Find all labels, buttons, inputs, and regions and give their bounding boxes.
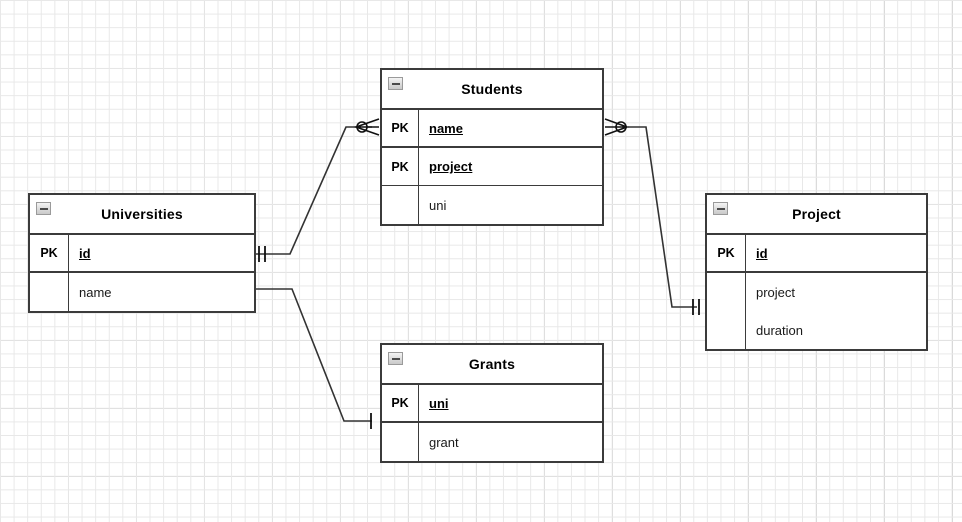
attribute-name: name: [429, 120, 463, 136]
relationship-universities-grants[interactable]: [256, 288, 372, 429]
connector-line: [628, 126, 697, 308]
collapse-minus-icon[interactable]: [36, 202, 51, 215]
attribute-row[interactable]: PK id: [30, 235, 254, 273]
cardinality-many-crowsfoot: [604, 118, 630, 136]
entity-title: Grants: [468, 356, 516, 372]
cardinality-many-crowsfoot: [353, 118, 380, 136]
collapse-minus-icon[interactable]: [713, 202, 728, 215]
entity-project[interactable]: Project PK id project duration: [705, 193, 928, 351]
attribute-name: id: [79, 245, 91, 261]
attribute-row[interactable]: name: [30, 273, 254, 311]
attribute-row[interactable]: uni: [382, 186, 602, 224]
attribute-row[interactable]: PK id: [707, 235, 926, 273]
attribute-key: [30, 273, 69, 311]
attribute-key: PK: [707, 235, 746, 271]
attribute-key: PK: [382, 110, 419, 146]
entity-students[interactable]: Students PK name PK project uni: [380, 68, 604, 226]
attribute-row[interactable]: PK uni: [382, 385, 602, 423]
cardinality-zero-circle: [615, 121, 627, 133]
relationship-students-project[interactable]: [604, 118, 700, 315]
connector-line: [256, 288, 372, 422]
attribute-key: PK: [382, 148, 419, 185]
entity-title: Students: [461, 81, 523, 97]
attribute-name: project: [756, 284, 796, 300]
attribute-row[interactable]: project: [707, 273, 926, 311]
entity-title: Project: [792, 206, 841, 222]
attribute-key: [382, 186, 419, 224]
entity-header-universities: Universities: [30, 195, 254, 235]
attribute-name: uni: [429, 395, 449, 411]
attribute-key: PK: [382, 385, 419, 421]
attribute-row[interactable]: grant: [382, 423, 602, 461]
attribute-key: [707, 311, 746, 349]
attribute-key: [382, 423, 419, 461]
attribute-key: PK: [30, 235, 69, 271]
entity-header-students: Students: [382, 70, 602, 110]
entity-grants[interactable]: Grants PK uni grant: [380, 343, 604, 463]
attribute-name: id: [756, 245, 768, 261]
attribute-name: name: [79, 284, 112, 300]
entity-header-grants: Grants: [382, 345, 602, 385]
attribute-row[interactable]: duration: [707, 311, 926, 349]
attribute-row[interactable]: PK project: [382, 148, 602, 186]
relationship-universities-students[interactable]: [256, 118, 380, 262]
attribute-row[interactable]: PK name: [382, 110, 602, 148]
attribute-key: [707, 273, 746, 311]
cardinality-zero-circle: [356, 121, 368, 133]
collapse-minus-icon[interactable]: [388, 77, 403, 90]
connector-line: [256, 126, 372, 255]
collapse-minus-icon[interactable]: [388, 352, 403, 365]
attribute-name: duration: [756, 322, 803, 338]
entity-header-project: Project: [707, 195, 926, 235]
entity-title: Universities: [101, 206, 183, 222]
entity-universities[interactable]: Universities PK id name: [28, 193, 256, 313]
attribute-name: project: [429, 159, 473, 174]
attribute-name: uni: [429, 197, 447, 213]
attribute-name: grant: [429, 434, 459, 450]
